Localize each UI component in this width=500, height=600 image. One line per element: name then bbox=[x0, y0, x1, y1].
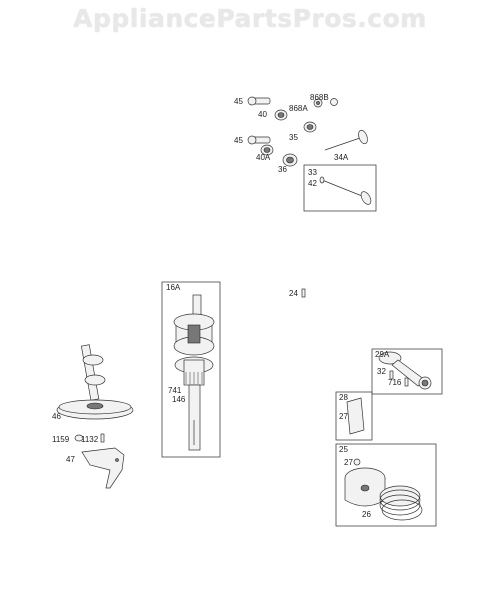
label-716: 716 bbox=[388, 378, 402, 387]
label-42: 42 bbox=[308, 179, 317, 188]
piston-rings bbox=[379, 485, 423, 521]
label-34a: 34A bbox=[334, 153, 349, 162]
label-16a: 16A bbox=[166, 283, 181, 292]
connecting-rod bbox=[378, 351, 432, 390]
crankshaft bbox=[173, 294, 215, 451]
valve-34a bbox=[324, 129, 368, 151]
label-36: 36 bbox=[278, 165, 287, 174]
label-46: 46 bbox=[52, 412, 61, 421]
camshaft bbox=[56, 344, 134, 420]
label-24: 24 bbox=[289, 289, 298, 298]
valve-tappet-upper bbox=[247, 96, 271, 106]
piston bbox=[344, 467, 386, 507]
label-868a: 868A bbox=[289, 104, 308, 113]
label-25: 25 bbox=[339, 445, 348, 454]
retainer-868a bbox=[313, 98, 323, 108]
spring-40a bbox=[260, 144, 274, 156]
label-45-upper: 45 bbox=[234, 97, 243, 106]
box-33 bbox=[303, 164, 377, 212]
valve-spring-upper bbox=[274, 109, 288, 121]
label-45-lower: 45 bbox=[234, 136, 243, 145]
bracket-47 bbox=[81, 447, 125, 489]
valve-tappet-lower bbox=[247, 135, 271, 145]
label-33: 33 bbox=[308, 168, 317, 177]
label-40a: 40A bbox=[256, 153, 271, 162]
retainer-27 bbox=[353, 458, 361, 466]
box-29a bbox=[371, 348, 443, 395]
label-1132: 1132 bbox=[81, 435, 99, 444]
label-28: 28 bbox=[339, 393, 348, 402]
box-16a bbox=[161, 281, 221, 458]
label-47: 47 bbox=[66, 455, 75, 464]
label-741: 741 bbox=[168, 386, 182, 395]
screw-716 bbox=[404, 377, 409, 387]
label-1159: 1159 bbox=[52, 435, 70, 444]
label-32: 32 bbox=[377, 367, 386, 376]
valve-42 bbox=[319, 176, 372, 205]
spring-36 bbox=[282, 153, 298, 167]
screw-1132 bbox=[100, 433, 105, 443]
label-868b: 868B bbox=[310, 93, 329, 102]
label-35: 35 bbox=[289, 133, 298, 142]
label-27-box25: 27 bbox=[344, 458, 353, 467]
box-25 bbox=[335, 443, 437, 527]
label-26: 26 bbox=[362, 510, 371, 519]
label-27-box28: 27 bbox=[339, 412, 348, 421]
retainer-868b bbox=[330, 98, 338, 106]
spring-35 bbox=[303, 121, 317, 133]
piston-pin bbox=[346, 397, 365, 435]
box-28 bbox=[335, 391, 373, 441]
label-146: 146 bbox=[172, 395, 186, 404]
label-40: 40 bbox=[258, 110, 267, 119]
screw-32 bbox=[389, 370, 394, 380]
pin-24 bbox=[301, 288, 306, 298]
label-29a: 29A bbox=[375, 350, 390, 359]
spring-1159 bbox=[74, 434, 84, 442]
site-watermark: AppliancePartsPros.com bbox=[73, 4, 427, 33]
